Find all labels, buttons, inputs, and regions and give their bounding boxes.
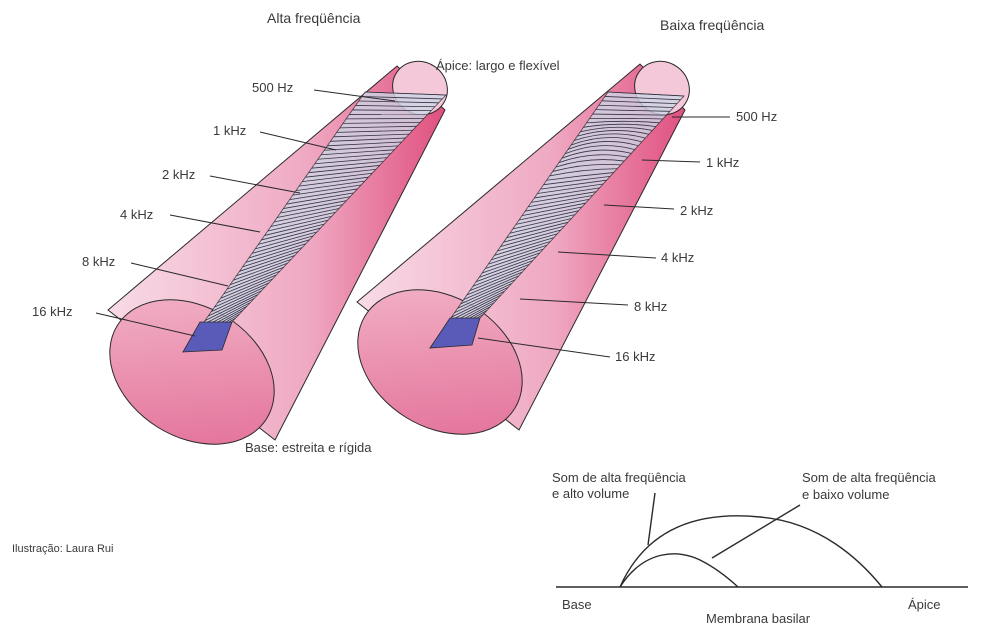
right-freq-2khz: 2 kHz xyxy=(680,203,713,218)
title-high-frequency: Alta freqüência xyxy=(267,11,360,26)
low-volume-label-line1: Som de alta freqüência xyxy=(802,470,936,485)
right-freq-1khz: 1 kHz xyxy=(706,155,739,170)
right-freq-16khz: 16 kHz xyxy=(615,349,655,364)
illustration-credit: Ilustração: Laura Rui xyxy=(12,542,114,557)
wave-base-label: Base xyxy=(562,597,592,612)
left-freq-500hz: 500 Hz xyxy=(252,80,293,95)
low-volume-label-line2: e baixo volume xyxy=(802,487,889,502)
left-freq-4khz: 4 kHz xyxy=(120,207,153,222)
high-volume-label-line2: e alto volume xyxy=(552,486,629,501)
left-freq-2khz: 2 kHz xyxy=(162,167,195,182)
high-volume-label-line1: Som de alta freqüência xyxy=(552,470,686,485)
basilar-wave-diagram xyxy=(556,493,968,587)
left-freq-1khz: 1 kHz xyxy=(213,123,246,138)
right-freq-4khz: 4 kHz xyxy=(661,250,694,265)
title-low-frequency: Baixa freqüência xyxy=(660,18,764,33)
wave-apex-label: Ápice xyxy=(908,597,941,612)
base-label: Base: estreita e rígida xyxy=(245,440,371,455)
right-freq-8khz: 8 kHz xyxy=(634,299,667,314)
right-freq-500hz: 500 Hz xyxy=(736,109,777,124)
apex-label: Ápice: largo e flexível xyxy=(436,58,560,73)
low-volume-leader xyxy=(712,505,800,558)
left-freq-16khz: 16 kHz xyxy=(32,304,72,319)
left-freq-8khz: 8 kHz xyxy=(82,254,115,269)
high-volume-leader xyxy=(648,493,655,545)
basilar-membrane-label: Membrana basilar xyxy=(706,611,810,626)
high-volume-curve xyxy=(620,516,882,587)
